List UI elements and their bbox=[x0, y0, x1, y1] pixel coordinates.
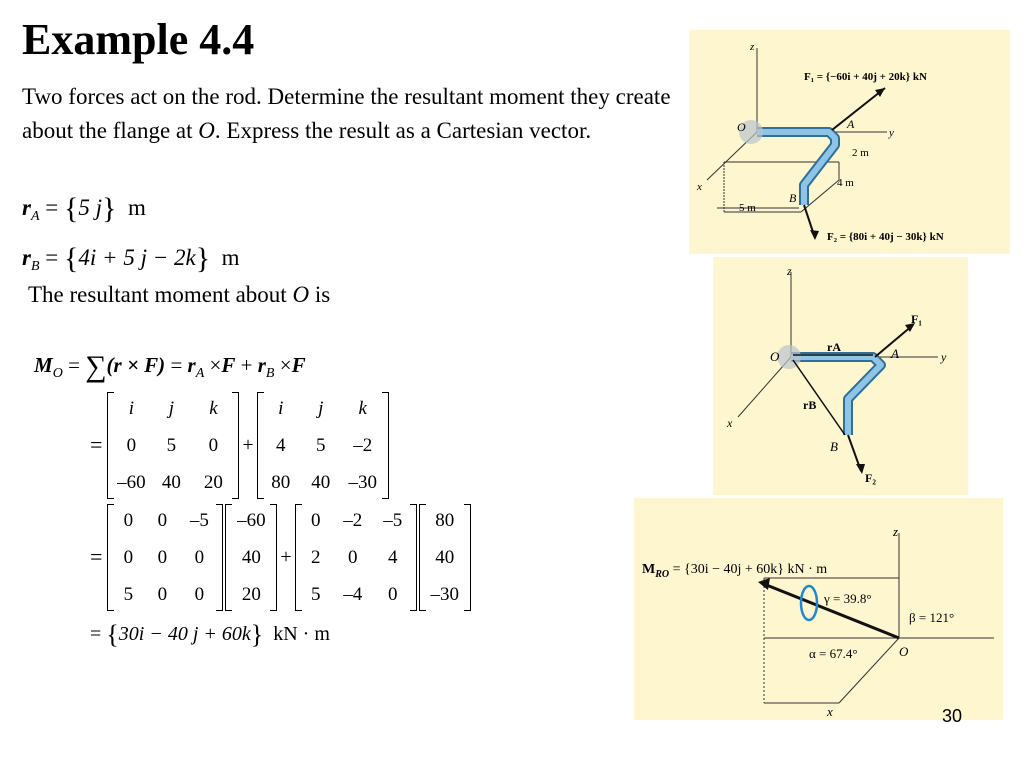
force-F1-label: F₁ = {−60i + 40j + 20k} kN bbox=[804, 71, 927, 83]
dimension-4m: 4 m bbox=[837, 177, 854, 189]
moment-equation: MO = ∑(r × F) = rA ×F + rB ×F bbox=[34, 350, 306, 383]
point-O-label: O bbox=[899, 644, 909, 659]
rod-forces-figure: z y x O A B F₁ = {−60i + 40j + 20k} kN F… bbox=[689, 30, 1010, 254]
force-F1-label: F₁ bbox=[911, 312, 922, 326]
rotation-icon bbox=[799, 584, 819, 622]
dimension-2m: 2 m bbox=[852, 147, 869, 159]
point-O-label: O bbox=[737, 120, 746, 134]
position-vector-rB: rB = {4i + 5 j − 2k} m bbox=[22, 242, 240, 275]
resultant-moment-figure: MRO = {30i − 40j + 60k} kN · m γ = 39.8°… bbox=[634, 498, 1003, 720]
axis-x-label: x bbox=[696, 181, 702, 193]
position-vector-rA: rA = {5 j} m bbox=[22, 192, 146, 225]
page-number: 30 bbox=[941, 706, 962, 726]
axis-y-label: y bbox=[888, 127, 894, 139]
vector-rA-label: rA bbox=[827, 340, 841, 354]
force-F1-arrow bbox=[905, 323, 915, 332]
vector-rB-label: rB bbox=[803, 398, 816, 412]
moment-vector-arrow bbox=[758, 578, 770, 590]
point-O-label: O bbox=[770, 349, 780, 364]
alpha-angle-label: α = 67.4° bbox=[809, 646, 858, 661]
figure-background bbox=[689, 30, 1010, 254]
axis-x-label: x bbox=[826, 704, 833, 719]
force-F2-label: F₂ = {80i + 40j − 30k} kN bbox=[827, 231, 944, 243]
axis-z-label: z bbox=[749, 41, 755, 53]
flange-icon bbox=[739, 120, 763, 144]
axis-z-label: z bbox=[786, 264, 792, 278]
force-F2-arrow bbox=[856, 464, 865, 474]
problem-statement: Two forces act on the rod. Determine the… bbox=[22, 84, 671, 143]
point-A-label: A bbox=[890, 346, 899, 361]
force-F2-arrow bbox=[810, 230, 819, 240]
figure-background bbox=[634, 498, 1003, 720]
dimension-5m: 5 m bbox=[739, 202, 756, 214]
axis-y-label: y bbox=[940, 350, 947, 364]
point-B-label: B bbox=[789, 191, 797, 205]
resultant-moment-label: The resultant moment about O is bbox=[28, 282, 331, 307]
point-A-label: A bbox=[846, 117, 855, 131]
moment-label: MRO = {30i − 40j + 60k} kN · m bbox=[642, 562, 827, 580]
position-vectors-figure: z y x O A B F₁ F₂ rA rB bbox=[713, 257, 968, 495]
slide-title: Example 4.4 bbox=[22, 15, 255, 64]
force-F1-arrow bbox=[875, 88, 885, 97]
point-B-label: B bbox=[830, 439, 838, 454]
gamma-angle-label: γ = 39.8° bbox=[823, 591, 872, 606]
figure-background bbox=[713, 257, 968, 495]
axis-x-label: x bbox=[726, 416, 733, 430]
beta-angle-label: β = 121° bbox=[909, 610, 954, 625]
force-F2-label: F₂ bbox=[865, 471, 876, 485]
final-result: = {30i − 40 j + 60k} kN · m bbox=[90, 620, 330, 649]
axis-z-label: z bbox=[892, 524, 898, 539]
